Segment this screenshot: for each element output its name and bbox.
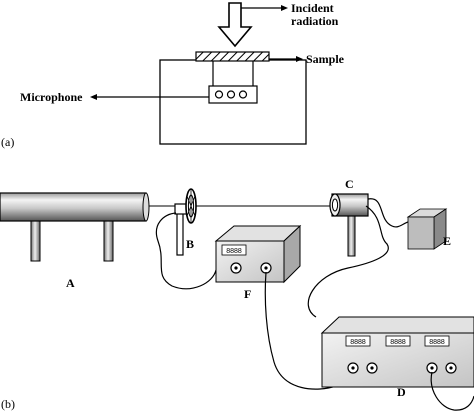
laser-leg-left xyxy=(30,219,41,262)
panel-b-label: (b) xyxy=(1,397,15,411)
label-F: F xyxy=(244,287,251,301)
laser-leg-right xyxy=(103,219,114,262)
chopper-cable xyxy=(155,212,217,290)
svg-text:8888: 8888 xyxy=(226,248,242,255)
microphone-label: Microphone xyxy=(20,90,83,104)
sample xyxy=(195,51,270,62)
sample-label: Sample xyxy=(306,52,345,66)
incident-radiation-label-line2: radiation xyxy=(291,14,339,28)
incident-radiation-arrow xyxy=(217,2,253,48)
panel-b: A B C xyxy=(0,177,474,411)
cell-to-D-cable xyxy=(307,205,389,318)
laser-tube xyxy=(0,192,147,222)
box-E xyxy=(406,208,448,250)
cell-to-E-cable xyxy=(367,198,417,228)
label-D: D xyxy=(397,385,406,399)
D-output-cable xyxy=(430,371,474,411)
label-B: B xyxy=(186,237,194,251)
incident-radiation-label-line1: Incident xyxy=(291,1,334,15)
chopper xyxy=(174,188,197,256)
svg-text:8888: 8888 xyxy=(429,339,445,346)
label-A: A xyxy=(66,276,75,290)
display-unit-D: 8888 8888 8888 xyxy=(320,316,474,388)
svg-text:8888: 8888 xyxy=(350,339,366,346)
panel-a: Incident radiation Sample Microphone (a) xyxy=(1,1,345,149)
display-D-3 xyxy=(424,335,450,347)
label-E: E xyxy=(443,234,451,248)
svg-text:8888: 8888 xyxy=(390,339,406,346)
panel-a-label: (a) xyxy=(1,135,14,149)
label-C: C xyxy=(345,177,354,191)
display-D-2 xyxy=(385,335,411,347)
display-D-1 xyxy=(345,335,371,347)
lock-in-amplifier: 8888 xyxy=(214,224,302,284)
display-F xyxy=(221,244,247,256)
pa-cell xyxy=(329,193,369,257)
